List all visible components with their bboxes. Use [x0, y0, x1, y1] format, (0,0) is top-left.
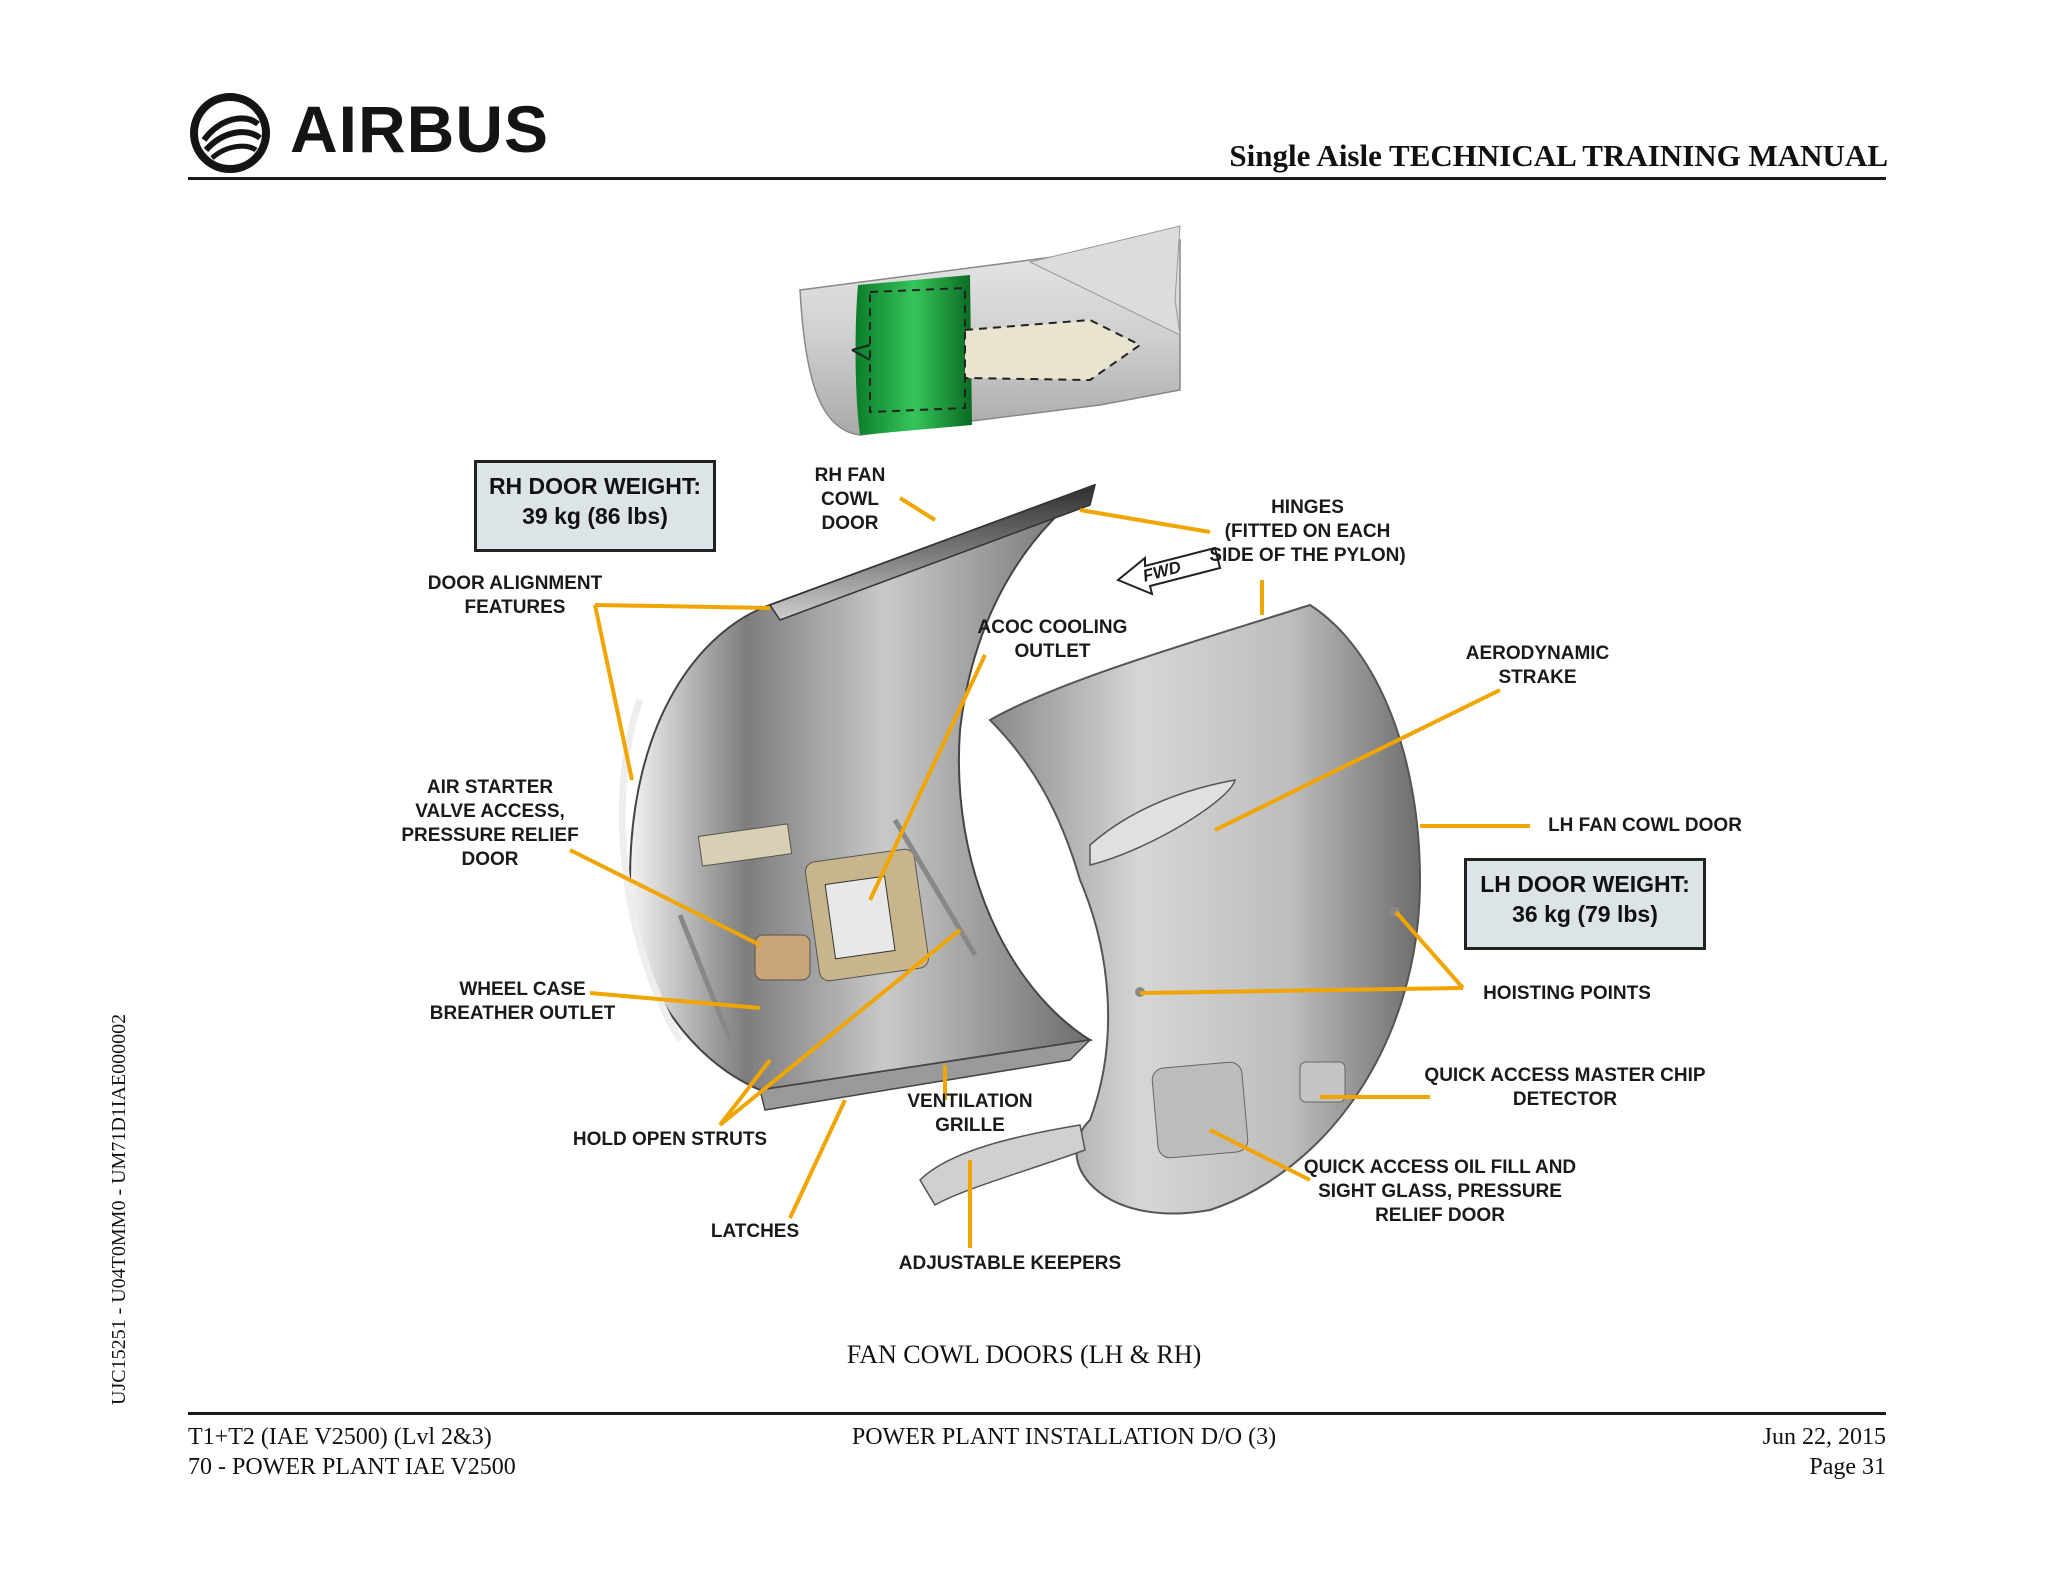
label-latches: LATCHES — [710, 1221, 800, 1242]
footer-rule — [188, 1412, 1886, 1415]
label-adjustable-keepers: ADJUSTABLE KEEPERS — [898, 1253, 1122, 1274]
footer-chapter: 70 - POWER PLANT IAE V2500 — [188, 1454, 516, 1480]
label-door-alignment-features: DOOR ALIGNMENT FEATURES — [427, 573, 603, 618]
label-hinges: HINGES (FITTED ON EACH SIDE OF THE PYLON… — [1209, 497, 1406, 566]
footer-course: T1+T2 (IAE V2500) (Lvl 2&3) — [188, 1424, 492, 1450]
label-ventilation-grille: VENTILATION GRILLE — [907, 1091, 1033, 1136]
label-air-starter-valve-access: AIR STARTER VALVE ACCESS, PRESSURE RELIE… — [401, 777, 579, 870]
footer-date: Jun 22, 2015 — [1762, 1424, 1886, 1450]
fwd-arrow — [1116, 546, 1222, 596]
label-acoc-cooling-outlet: ACOC COOLING OUTLET — [977, 617, 1128, 662]
label-rh-fan-cowl-door: RH FAN COWL DOOR — [814, 465, 886, 534]
label-lh-fan-cowl-door: LH FAN COWL DOOR — [1548, 815, 1742, 836]
brand-name: AIRBUS — [290, 92, 550, 166]
lh-door-weight-box: LH DOOR WEIGHT: 36 kg (79 lbs) — [1464, 858, 1706, 950]
lh-fan-cowl-door-graphic — [919, 603, 1422, 1215]
label-hold-open-struts: HOLD OPEN STRUTS — [572, 1129, 768, 1150]
leader-lines — [569, 496, 1530, 1248]
footer-section: POWER PLANT INSTALLATION D/O (3) — [851, 1424, 1277, 1450]
label-aerodynamic-strake: AERODYNAMIC STRAKE — [1465, 643, 1610, 688]
manual-title: Single Aisle TECHNICAL TRAINING MANUAL — [1229, 138, 1888, 173]
label-quick-access-oil-fill: QUICK ACCESS OIL FILL AND SIGHT GLASS, P… — [1303, 1157, 1577, 1226]
rh-door-weight-box: RH DOOR WEIGHT: 39 kg (86 lbs) — [474, 460, 716, 552]
airbus-logo — [190, 93, 270, 173]
label-quick-access-master-chip-detector: QUICK ACCESS MASTER CHIP DETECTOR — [1424, 1065, 1706, 1110]
figure-caption: FAN COWL DOORS (LH & RH) — [846, 1340, 1202, 1369]
label-hoisting-points: HOISTING POINTS — [1483, 983, 1651, 1004]
engine-nacelle-thumbnail — [799, 225, 1181, 436]
rh-fan-cowl-door-graphic — [618, 483, 1097, 1111]
label-wheel-case-breather-outlet: WHEEL CASE BREATHER OUTLET — [429, 979, 616, 1024]
header-rule — [188, 177, 1886, 180]
footer-page: Page 31 — [1809, 1454, 1886, 1480]
